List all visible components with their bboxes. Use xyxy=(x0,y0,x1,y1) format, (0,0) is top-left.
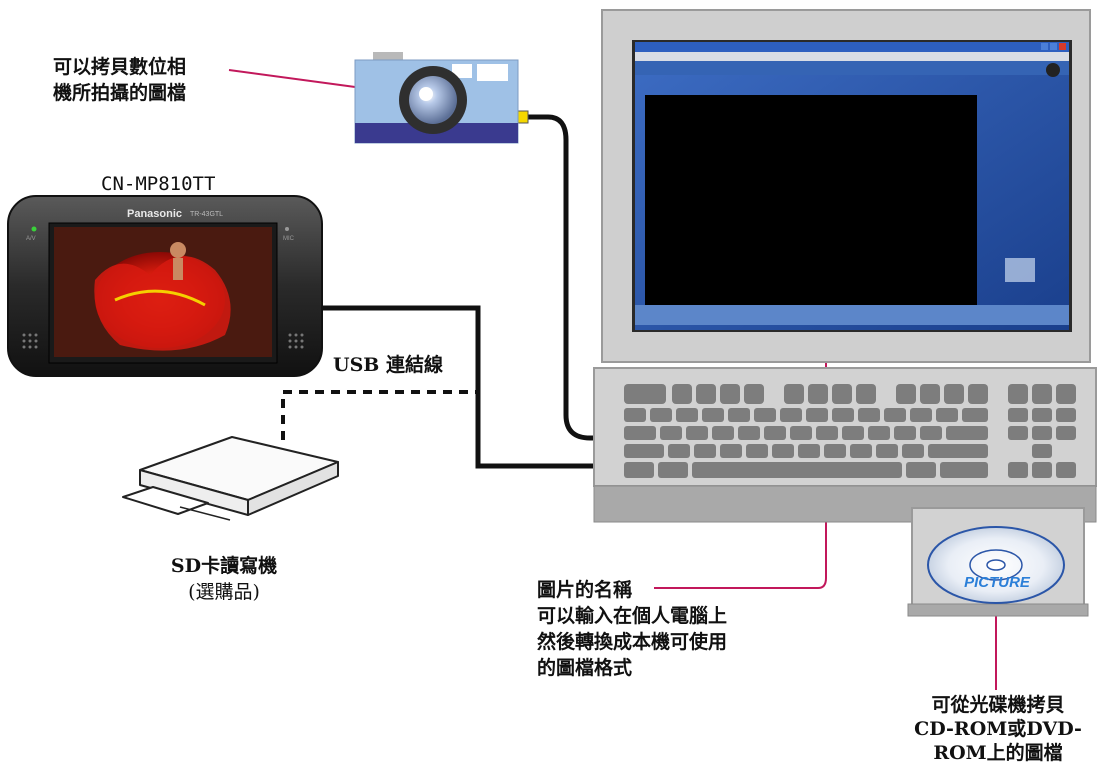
cables xyxy=(281,110,602,469)
device-left-tag: A/V xyxy=(26,236,36,242)
device-right-tag: MIC xyxy=(283,236,295,242)
usb-cable-label: USB 連結線 xyxy=(333,354,443,376)
disc-caption-line-3: ROM上的圖檔 xyxy=(933,742,1063,764)
photo-face xyxy=(170,242,186,258)
keyboard-keys xyxy=(624,384,1076,478)
device-illustration: Panasonic TR-43GTL A/V MIC xyxy=(7,195,323,377)
sd-card-icon xyxy=(122,486,209,515)
camera-caption: 可以拷貝數位相 機所拍攝的圖檔 xyxy=(53,54,186,106)
picture-name-line-1: 圖片的名稱 xyxy=(537,579,633,601)
sd-reader-subtitle: (選購品) xyxy=(188,581,260,603)
picture-name-line-3: 然後轉換成本機可使用 xyxy=(537,631,728,653)
sd-reader-caption: SD卡讀寫機 (選購品) xyxy=(158,553,290,605)
camera-caption-line-1: 可以拷貝數位相 xyxy=(53,56,187,78)
device-brand-text: Panasonic xyxy=(127,208,182,220)
pc-illustration: PICTURE xyxy=(593,9,1097,617)
sd-reader-illustration xyxy=(122,436,339,521)
device-submodel-text: TR-43GTL xyxy=(190,211,223,218)
picture-name-caption: 圖片的名稱 可以輸入在個人電腦上 然後轉換成本機可使用 的圖檔格式 xyxy=(537,577,727,681)
camera-cable xyxy=(517,114,602,441)
device-model-label: CN-MP810TT xyxy=(101,173,216,195)
disc-caption-line-2: CD-ROM或DVD- xyxy=(914,718,1082,740)
disc-label: PICTURE xyxy=(964,574,1031,591)
camera-illustration xyxy=(354,52,519,144)
camera-caption-line-2: 機所拍攝的圖檔 xyxy=(53,82,187,104)
sd-reader-title: SD卡讀寫機 xyxy=(170,555,278,577)
usb-cable xyxy=(320,305,602,469)
picture-name-line-2: 可以輸入在個人電腦上 xyxy=(537,605,728,627)
disc-caption: 可從光碟機拷貝 CD-ROM或DVD- ROM上的圖檔 xyxy=(912,693,1084,765)
sd-reader-cable xyxy=(281,390,478,440)
disc-caption-line-1: 可從光碟機拷貝 xyxy=(931,694,1065,716)
picture-name-line-4: 的圖檔格式 xyxy=(537,657,633,679)
